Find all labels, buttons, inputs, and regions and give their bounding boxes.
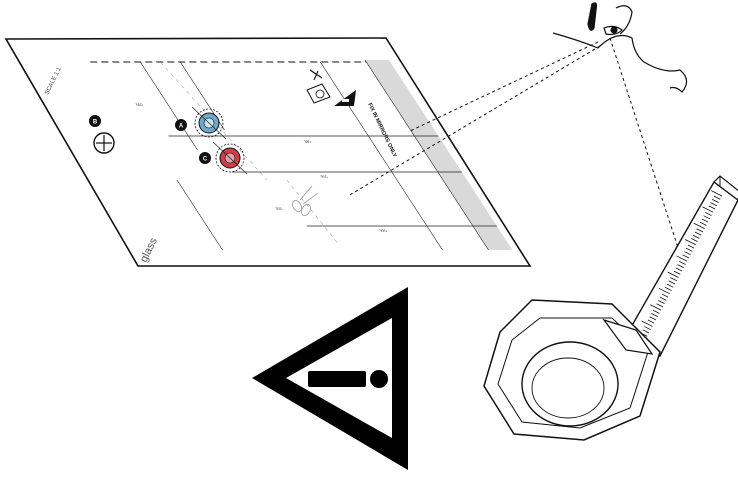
tape-tick	[650, 304, 662, 311]
tape-tick	[710, 202, 717, 207]
tape-reel	[521, 341, 619, 427]
tape-tick	[684, 239, 697, 246]
tape-tick	[658, 300, 665, 304]
warning-bar	[308, 371, 366, 387]
tape-tick	[684, 251, 691, 256]
tape-tick	[692, 234, 700, 239]
tape-tick	[705, 212, 712, 216]
tape-tick	[668, 280, 676, 285]
dim-label-1: 380	[303, 139, 313, 144]
tape-tick	[694, 231, 702, 236]
sheet-tape-icon	[306, 83, 331, 104]
tape-tick	[666, 283, 674, 288]
sight-lines	[347, 37, 683, 261]
diag-label: 300	[274, 206, 284, 211]
svg-text:B: B	[93, 120, 98, 126]
hot-valve: C	[199, 141, 248, 175]
tape-tick	[644, 326, 651, 331]
tape-tick	[659, 296, 667, 301]
tape-tick	[667, 271, 679, 278]
tape-tick	[670, 277, 677, 282]
tape-tick	[708, 205, 716, 210]
svg-text:C: C	[203, 157, 208, 163]
tape-tick	[641, 320, 653, 327]
tape-tick	[661, 293, 669, 298]
tape-tick	[676, 255, 688, 262]
sheet-warning-icon	[334, 90, 356, 106]
tape-tick	[682, 254, 690, 259]
marker-c	[199, 152, 211, 164]
tape-tick	[711, 190, 723, 197]
tape-tick	[658, 288, 671, 295]
installation-template-sheet: 380 900 920 660 300 SCALE 1:1 glass FIX …	[4, 37, 532, 267]
tape-tick	[687, 244, 695, 249]
outlet-fitting: B	[89, 115, 115, 154]
tape-tick	[647, 319, 655, 324]
tape-tick	[678, 260, 686, 265]
tape-tick	[649, 316, 657, 321]
cold-valve: A	[175, 106, 227, 140]
warning-triangle-icon	[252, 287, 408, 470]
dim-label-4: 660	[135, 102, 145, 107]
tape-tick	[656, 303, 664, 308]
tape-tick	[685, 247, 693, 252]
dim-label-2: 900	[319, 174, 329, 179]
tape-tick	[701, 218, 709, 223]
tape-tick	[642, 329, 650, 334]
warning-dot	[370, 370, 388, 388]
tape-tick	[713, 195, 721, 200]
tape-tick	[703, 215, 711, 220]
warning-band	[365, 60, 513, 250]
tape-tick	[712, 199, 719, 203]
drill-icon	[309, 69, 323, 81]
dim-label-3: 920	[378, 228, 388, 233]
tape-measure-icon	[483, 175, 738, 441]
tape-tick	[699, 221, 707, 226]
tape-tick	[677, 264, 684, 269]
tape-tick	[675, 267, 683, 272]
tape-tick	[696, 228, 704, 233]
tape-tick	[693, 222, 705, 229]
tape-tick	[665, 287, 672, 291]
eye-icon	[552, 2, 688, 93]
tape-tick	[652, 309, 660, 314]
marker-a	[175, 119, 187, 131]
marker-b	[89, 115, 101, 127]
svg-text:A: A	[179, 124, 184, 130]
tape-tick	[691, 238, 698, 243]
scissors-icon	[291, 185, 319, 217]
tape-tick	[673, 270, 681, 275]
tape-tick	[702, 206, 714, 213]
tape-tick	[651, 313, 658, 318]
